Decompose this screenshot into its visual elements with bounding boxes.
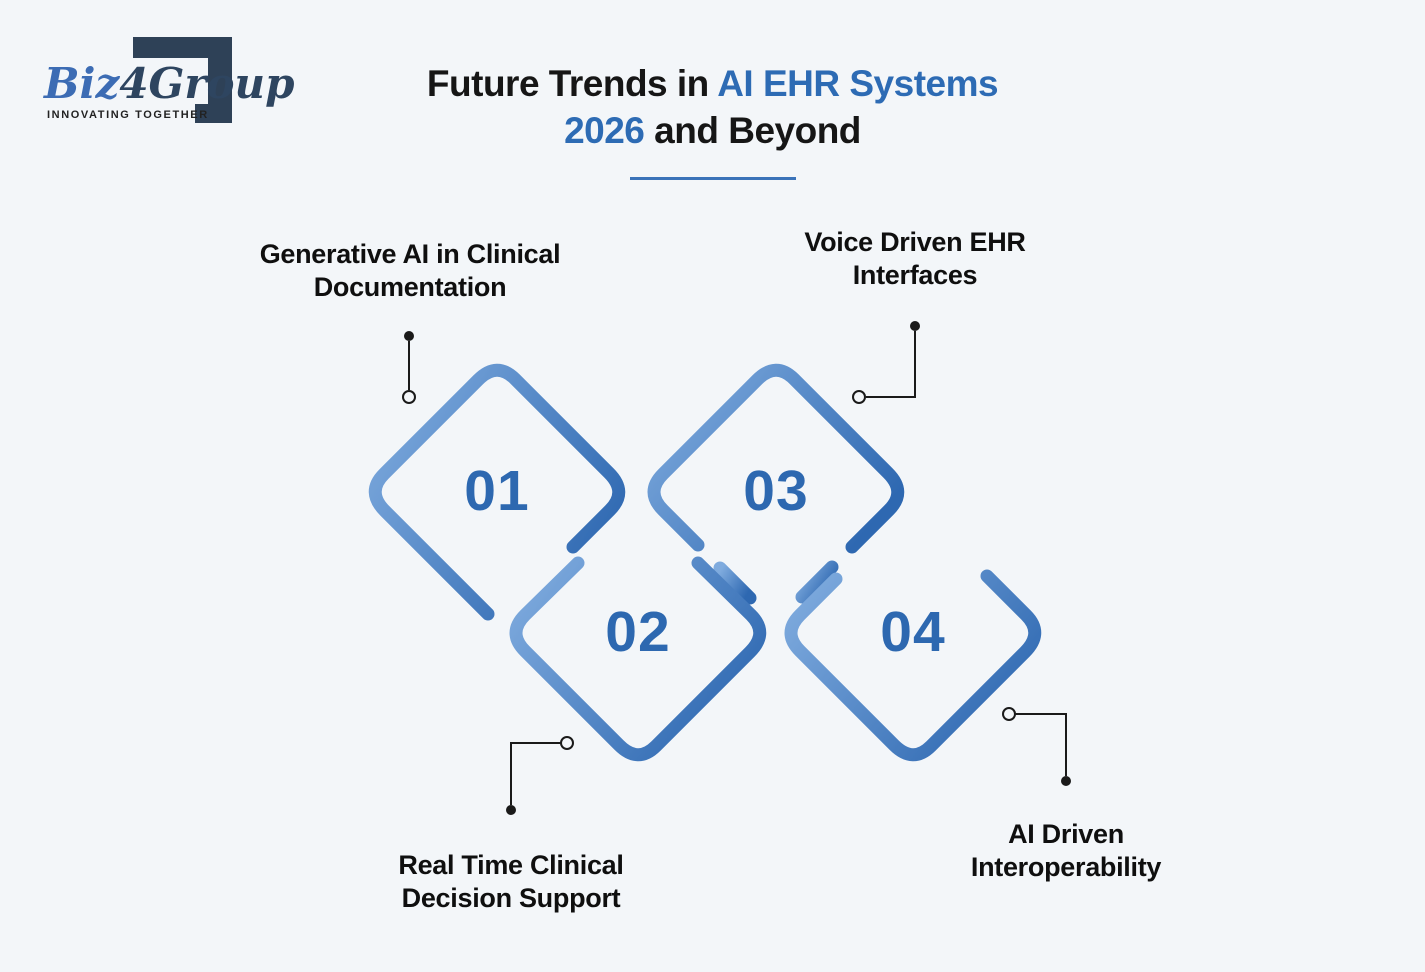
connector-01-dot	[404, 331, 414, 341]
step-label-01-line2: Documentation	[313, 272, 507, 302]
step-number-03: 03	[743, 459, 808, 523]
step-label-04-line2: Interoperability	[970, 852, 1162, 882]
title-line1-blue: AI EHR Systems	[717, 63, 999, 104]
brand-suffix: Group	[148, 59, 295, 108]
diamond-04	[784, 569, 1042, 762]
connector-02-ring	[560, 736, 574, 750]
logo-bracket-shape	[133, 37, 232, 123]
step-number-02: 02	[605, 600, 670, 664]
diamond-03-edge-piece-left	[713, 561, 757, 605]
brand-tagline: INNOVATING TOGETHER	[47, 109, 209, 121]
logo-bracket-icon	[133, 37, 232, 123]
step-label-03-line2: Interfaces	[852, 260, 978, 290]
title-line-1: Future Trends in AI EHR Systems	[0, 60, 1425, 107]
title-line2-blue: 2026	[564, 110, 645, 151]
connector-01	[402, 331, 416, 404]
step-number-04: 04	[880, 600, 945, 664]
connector-03-ring	[852, 390, 866, 404]
connector-02	[506, 736, 574, 815]
step-label-03: Voice Driven EHR Interfaces	[755, 226, 1075, 292]
diamond-03-edge-piece-right	[795, 560, 839, 604]
step-label-04: AI Driven Interoperability	[916, 818, 1216, 884]
connector-01-ring	[402, 390, 416, 404]
connector-03-dot	[910, 321, 920, 331]
connector-02-dot	[506, 805, 516, 815]
page-title: Future Trends in AI EHR Systems 2026 and…	[0, 60, 1425, 180]
diamond-03	[647, 363, 905, 605]
step-label-01-line1: Generative AI in Clinical	[259, 239, 561, 269]
connector-04-dot	[1061, 776, 1071, 786]
title-underline	[629, 177, 796, 180]
brand-prefix: Biz	[44, 59, 120, 108]
brand-mid: 4	[119, 59, 149, 108]
step-label-04-line1: AI Driven	[1008, 819, 1124, 849]
step-label-03-line1: Voice Driven EHR	[804, 227, 1026, 257]
connector-03	[852, 321, 920, 404]
title-line-2: 2026 and Beyond	[0, 107, 1425, 154]
step-label-01: Generative AI in Clinical Documentation	[230, 238, 590, 304]
step-label-02-line2: Decision Support	[401, 883, 621, 913]
brand-logo: Biz4Group INNOVATING TOGETHER	[44, 30, 294, 130]
step-label-02: Real Time Clinical Decision Support	[341, 849, 681, 915]
step-number-01: 01	[464, 459, 529, 523]
diamond-01	[368, 363, 626, 621]
diamond-02	[509, 556, 767, 762]
title-line2-black: and Beyond	[644, 110, 861, 151]
connector-04	[1002, 707, 1071, 786]
title-line1-black: Future Trends in	[426, 63, 718, 104]
brand-name: Biz4Group	[44, 63, 294, 105]
step-label-02-line1: Real Time Clinical	[398, 850, 624, 880]
connector-04-ring	[1002, 707, 1016, 721]
